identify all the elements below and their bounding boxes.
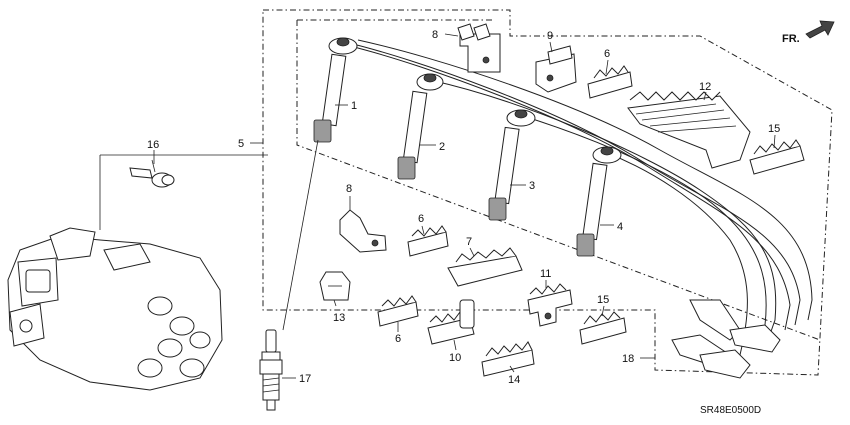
callout-7: 7 <box>466 236 472 248</box>
callout-13: 13 <box>333 312 345 324</box>
holder-11 <box>527 283 573 327</box>
front-direction-label: FR. <box>782 33 800 45</box>
spark-plug-17 <box>259 329 283 411</box>
front-direction-arrow: FR. <box>782 20 835 45</box>
clamp-8-top <box>457 23 501 73</box>
callout-2: 2 <box>439 141 445 153</box>
callout-15-top: 15 <box>768 123 780 135</box>
holder-7 <box>447 247 523 287</box>
callout-17: 17 <box>299 373 311 385</box>
callout-6-middle: 6 <box>418 213 424 225</box>
clamp-6-top <box>587 65 633 99</box>
leader-lines <box>153 33 776 379</box>
ignition-wires <box>344 39 813 356</box>
grommet-12 <box>627 91 751 169</box>
distributor <box>7 154 268 391</box>
callout-6-lower: 6 <box>395 333 401 345</box>
wire-set-group-outline <box>250 9 833 376</box>
spark-plug-wire-4 <box>576 146 622 257</box>
callout-15-lower: 15 <box>597 294 609 306</box>
clamp-15-lower <box>579 311 627 345</box>
callout-4: 4 <box>617 221 623 233</box>
bolt-16 <box>129 159 175 188</box>
clamp-6-lower <box>377 295 419 327</box>
diagram-code: SR48E0500D <box>700 405 761 416</box>
callout-10: 10 <box>449 352 461 364</box>
callout-16: 16 <box>147 139 159 151</box>
callout-3: 3 <box>529 180 535 192</box>
callout-8-top: 8 <box>432 29 438 41</box>
callout-6-top: 6 <box>604 48 610 60</box>
spark-plug-wire-2 <box>397 73 444 180</box>
callout-5: 5 <box>238 138 244 150</box>
clamp-8-lower <box>339 209 387 253</box>
spark-plug-wire-1 <box>313 37 358 143</box>
callout-18: 18 <box>622 353 634 365</box>
callout-12: 12 <box>699 81 711 93</box>
distributor-end-boots <box>671 299 781 379</box>
callout-labels: 1 2 3 4 5 6 6 6 7 8 8 9 10 11 12 13 14 1… <box>147 29 780 386</box>
callout-8-lower: 8 <box>346 183 352 195</box>
spark-plug-wire-3 <box>488 109 536 221</box>
callout-9: 9 <box>547 30 553 42</box>
clamp-15-top <box>749 139 805 175</box>
callout-1: 1 <box>351 100 357 112</box>
grommet-10 <box>427 299 475 345</box>
callout-11: 11 <box>540 268 551 280</box>
clamp-6-middle <box>407 225 449 257</box>
clamp-14 <box>481 341 535 377</box>
holder-9 <box>535 45 577 93</box>
callout-14: 14 <box>508 374 520 386</box>
clip-13 <box>319 271 351 301</box>
